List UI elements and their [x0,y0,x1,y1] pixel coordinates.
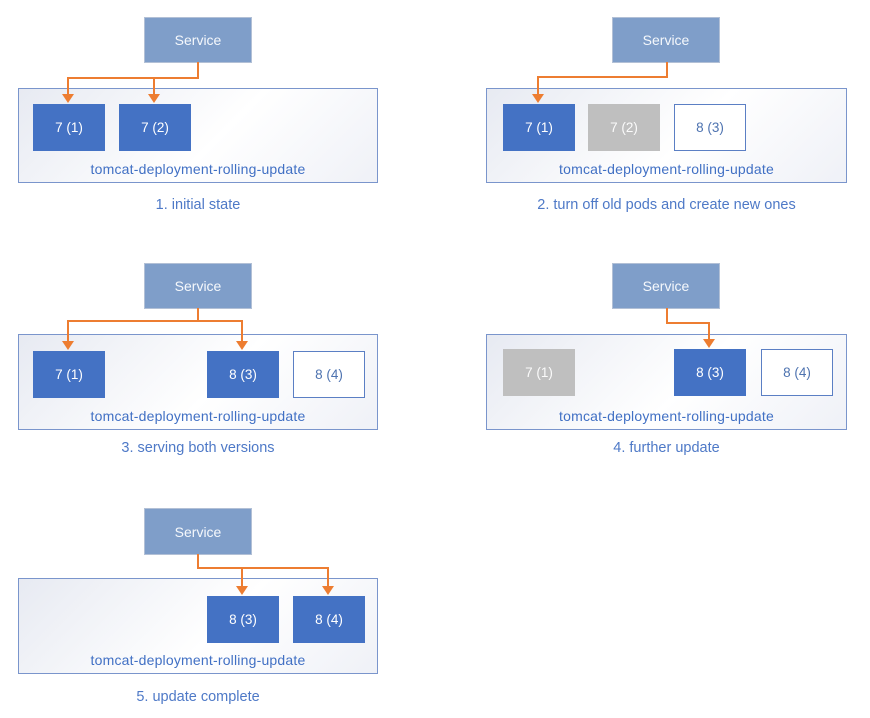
deployment-box: 7 (1) 8 (3) 8 (4) tomcat-deployment-roll… [486,334,847,430]
service-label: Service [174,32,222,48]
pod-label: 8 (3) [696,120,724,135]
pod-label: 7 (2) [610,120,638,135]
arrow-down-icon [62,94,74,103]
pod-label: 7 (1) [55,120,83,135]
arrow-stem [666,62,668,78]
panel-serving-both-versions: Service 7 (1) 8 (3) 8 (4) tomcat-deploym… [0,240,435,480]
panel-initial-state: Service 7 (1) 7 (2) tomcat-deployment-ro… [0,0,435,240]
pod-label: 7 (1) [525,120,553,135]
deployment-label: tomcat-deployment-rolling-update [559,161,774,177]
pod-label: 8 (3) [229,612,257,627]
arrow-down-icon [532,94,544,103]
service-label: Service [642,278,690,294]
arrow-elbow [67,77,199,79]
panel-further-update: Service 7 (1) 8 (3) 8 (4) tomcat-deploym… [435,240,870,480]
deployment-label: tomcat-deployment-rolling-update [559,408,774,424]
arrow-down-icon [236,341,248,350]
pod-7-1: 7 (1) [503,349,575,396]
pod-8-3: 8 (3) [674,104,746,151]
arrow-drop [241,320,243,342]
deployment-box: 8 (3) 8 (4) tomcat-deployment-rolling-up… [18,578,378,674]
arrow-down-icon [62,341,74,350]
pod-label: 8 (4) [315,367,343,382]
arrow-elbow [67,320,243,322]
deployment-label: tomcat-deployment-rolling-update [90,408,306,424]
service-box: Service [612,17,720,63]
arrow-drop [241,567,243,588]
arrow-down-icon [148,94,160,103]
arrow-elbow [197,567,329,569]
deployment-box: 7 (1) 8 (3) 8 (4) tomcat-deployment-roll… [18,334,378,430]
arrow-down-icon [322,586,334,595]
pod-label: 8 (3) [229,367,257,382]
arrow-down-icon [236,586,248,595]
service-box: Service [144,508,252,555]
pod-label: 7 (1) [55,367,83,382]
service-box: Service [144,263,252,309]
deployment-box: 7 (1) 7 (2) tomcat-deployment-rolling-up… [18,88,378,183]
arrow-drop [708,322,710,340]
arrow-drop [537,76,539,95]
arrow-drop [153,77,155,95]
pod-8-3: 8 (3) [207,596,279,643]
arrow-elbow [666,322,710,324]
arrow-down-icon [703,339,715,348]
panel-caption: 5. update complete [136,689,260,705]
pod-label: 8 (4) [783,365,811,380]
pod-8-4: 8 (4) [761,349,833,396]
arrow-elbow [537,76,668,78]
panel-caption: 3. serving both versions [121,440,275,456]
pod-label: 7 (2) [141,120,169,135]
service-label: Service [642,32,690,48]
service-box: Service [144,17,252,63]
arrow-drop [67,320,69,342]
pod-label: 7 (1) [525,365,553,380]
panel-caption: 4. further update [613,440,720,456]
service-label: Service [174,523,222,540]
deployment-label: tomcat-deployment-rolling-update [90,161,306,177]
arrow-stem [197,554,199,569]
pod-7-1: 7 (1) [33,104,105,151]
pod-8-4: 8 (4) [293,351,365,398]
panel-turn-off-old-pods: Service 7 (1) 7 (2) 8 (3) tomcat-deploym… [435,0,870,240]
arrow-stem [197,62,199,79]
pod-8-3: 8 (3) [674,349,746,396]
pod-7-2: 7 (2) [119,104,191,151]
deployment-box: 7 (1) 7 (2) 8 (3) tomcat-deployment-roll… [486,88,847,183]
panel-caption: 2. turn off old pods and create new ones [537,197,796,213]
panel-update-complete: Service 8 (3) 8 (4) tomcat-deployment-ro… [0,480,435,718]
pod-7-1: 7 (1) [503,104,575,151]
arrow-stem [666,308,668,324]
panel-caption: 1. initial state [155,197,241,213]
service-box: Service [612,263,720,309]
pod-label: 8 (4) [315,612,343,627]
pod-8-4: 8 (4) [293,596,365,643]
service-label: Service [174,278,222,294]
pod-label: 8 (3) [696,365,724,380]
deployment-label: tomcat-deployment-rolling-update [90,652,306,668]
pod-7-2: 7 (2) [588,104,660,151]
pod-8-3: 8 (3) [207,351,279,398]
pod-7-1: 7 (1) [33,351,105,398]
arrow-drop [67,77,69,95]
arrow-drop [327,567,329,588]
arrow-stem [197,308,199,322]
